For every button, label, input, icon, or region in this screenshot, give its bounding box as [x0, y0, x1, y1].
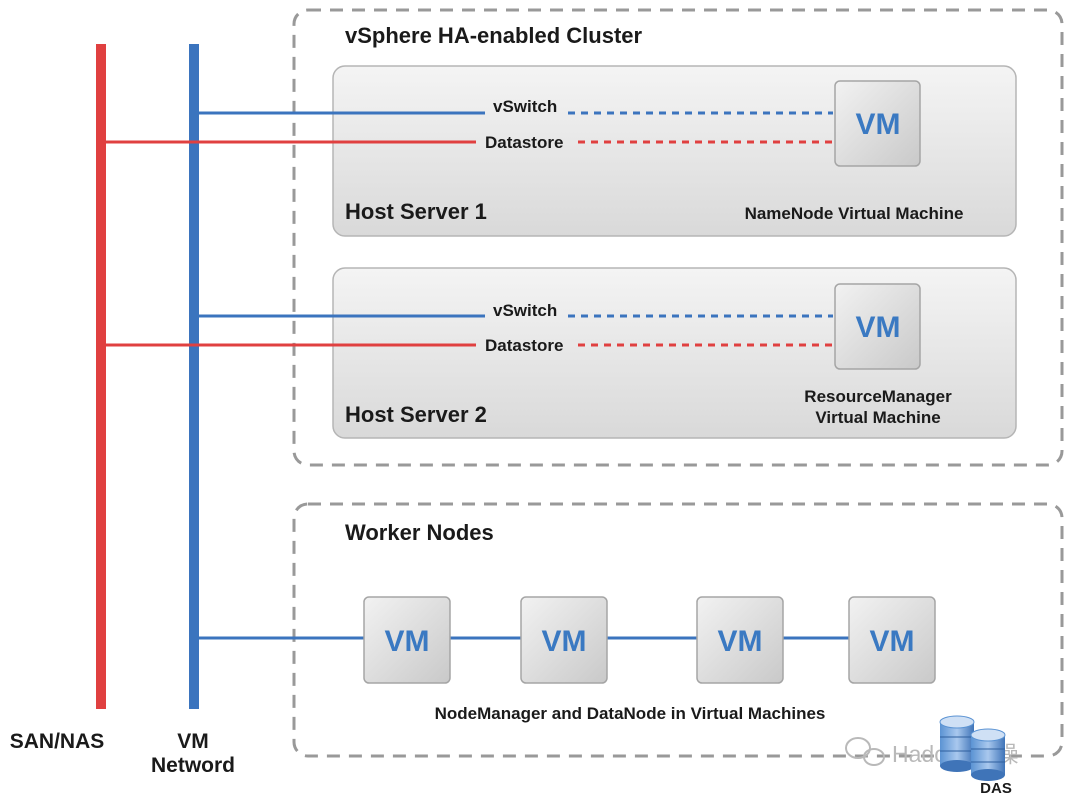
resourcemanager-vm-label: VM — [856, 311, 901, 344]
worker-vm-4: VM — [848, 596, 936, 684]
namenode-vm — [834, 80, 921, 167]
host-2-datastore-label: Datastore — [485, 336, 563, 355]
vm-network-label-line1: VM — [177, 730, 209, 753]
worker-vm-1-label: VM — [385, 625, 430, 658]
san-nas-bus — [96, 44, 106, 709]
host-server-1-name: Host Server 1 — [345, 199, 487, 224]
das-disk-icon — [939, 715, 1006, 781]
host-1-vswitch-label: vSwitch — [493, 97, 557, 116]
worker-vm-2-label: VM — [542, 625, 587, 658]
host-2-vswitch-label: vSwitch — [493, 301, 557, 320]
host-server-2-name: Host Server 2 — [345, 402, 487, 427]
worker-vm-3-label: VM — [718, 625, 763, 658]
san-nas-label: SAN/NAS — [10, 730, 105, 753]
resourcemanager-vm-caption-line2: Virtual Machine — [815, 408, 940, 427]
worker-vm-1: VM — [363, 596, 451, 684]
worker-vm-4-label: VM — [870, 625, 915, 658]
vm-network-label-line2: Netword — [151, 754, 235, 777]
cluster-container — [292, 8, 1064, 467]
namenode-vm-caption: NameNode Virtual Machine — [745, 204, 964, 223]
worker-nodes-container — [292, 502, 1064, 758]
worker-nodes-caption: NodeManager and DataNode in Virtual Mach… — [435, 704, 826, 723]
das-label: DAS — [980, 780, 1012, 797]
worker-vm-3: VM — [696, 596, 784, 684]
host-1-datastore-label: Datastore — [485, 133, 563, 152]
worker-vm-2: VM — [520, 596, 608, 684]
worker-nodes-title: Worker Nodes — [345, 520, 494, 545]
vm-network-bus — [189, 44, 199, 709]
wechat-icon — [845, 737, 885, 766]
cluster-title: vSphere HA-enabled Cluster — [345, 23, 643, 48]
namenode-vm-label: VM — [856, 108, 901, 141]
resourcemanager-vm-caption-line1: ResourceManager — [804, 387, 952, 406]
resourcemanager-vm — [834, 283, 921, 370]
